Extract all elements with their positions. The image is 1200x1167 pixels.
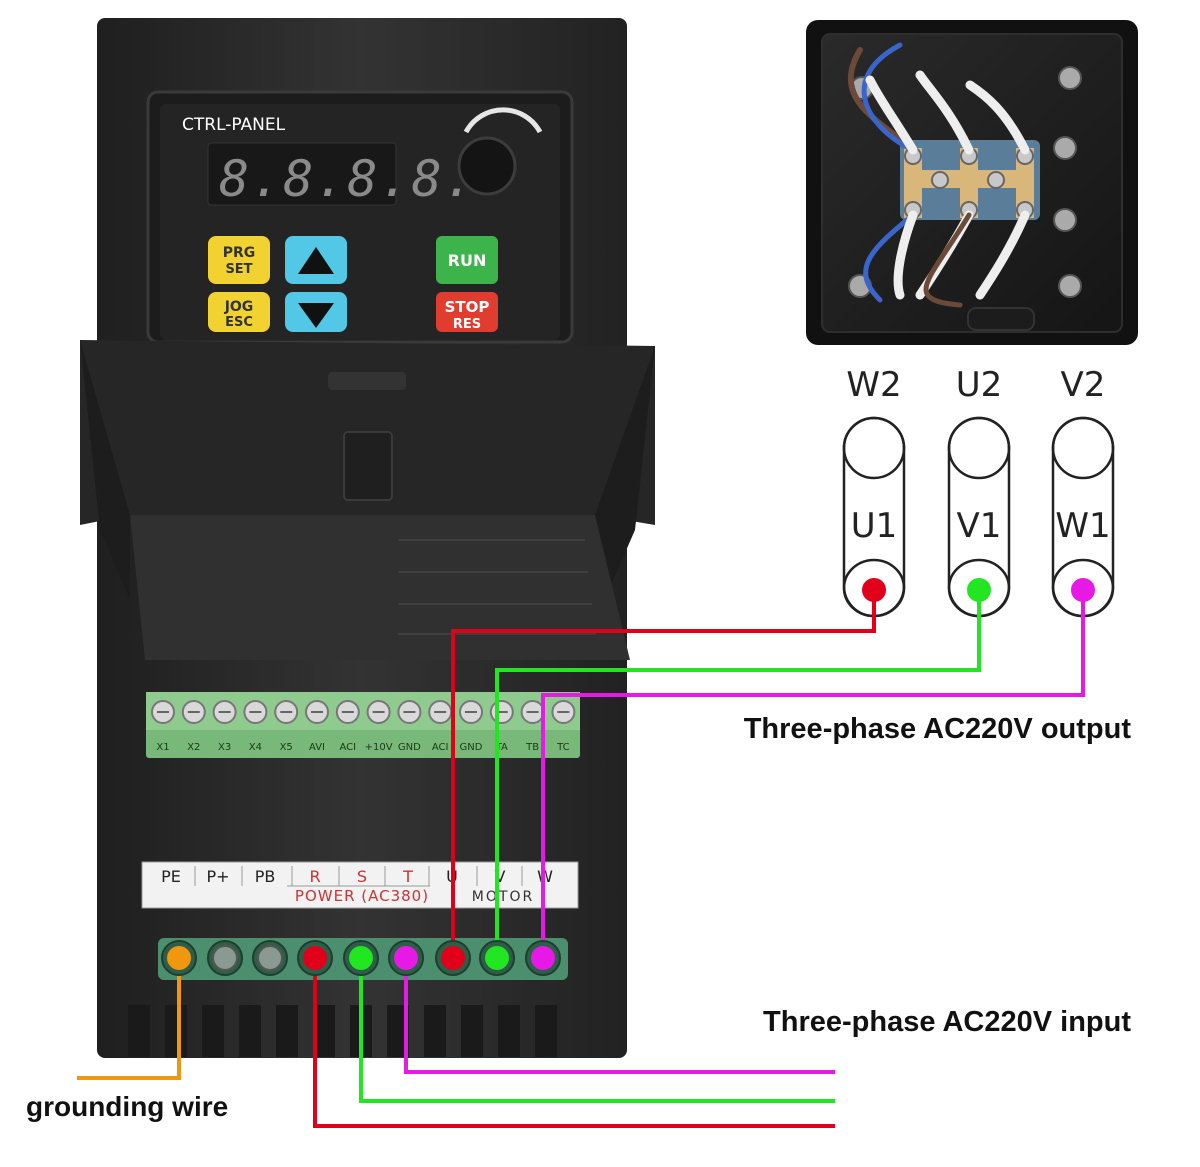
wire-ground: [77, 958, 181, 1080]
power-terminal-screws: [161, 940, 561, 976]
control-terminal-screws: X1 X2 X3 X4 X5 AVI ACI +10V GND ACI GND TA TB TC: [151, 700, 576, 753]
connection-wires: [77, 590, 1085, 1128]
control-panel: CTRL-PANEL 8.8.8.8. PRG SET JOG ESC: [146, 90, 574, 344]
ground-caption: grounding wire: [26, 1091, 228, 1122]
led-display-digits: 8.8.8.8.: [219, 150, 476, 208]
control-terminal-label: TB: [525, 742, 539, 753]
wire-v-to-v1: [495, 590, 981, 958]
cover-inner-surface: [130, 515, 630, 660]
svg-text:SET: SET: [225, 262, 252, 277]
wire-w-to-w1: [541, 590, 1085, 958]
wire-t-input: [404, 958, 835, 1074]
wire-u-to-u1: [451, 590, 876, 958]
cover-ribs: [398, 539, 596, 635]
stop-res-key[interactable]: STOP RES: [436, 292, 498, 332]
control-terminal-label: X3: [218, 742, 231, 753]
cover-latch: [328, 372, 406, 390]
cable-gland: [967, 307, 1035, 331]
speed-knob[interactable]: [457, 136, 517, 196]
svg-text:STOP: STOP: [445, 298, 490, 316]
control-terminal-label: ACI: [339, 742, 356, 753]
control-terminal-block: X1 X2 X3 X4 X5 AVI ACI +10V GND ACI GND TA TB TC: [146, 692, 580, 758]
jog-esc-key[interactable]: JOG ESC: [208, 292, 270, 332]
power-terminal-label: PE: [161, 867, 181, 886]
power-terminal-label: S: [357, 867, 367, 886]
svg-text:PRG: PRG: [223, 245, 256, 261]
power-terminal-dot: [349, 946, 373, 970]
control-terminal-label: +10V: [365, 742, 393, 753]
terminal-cover[interactable]: [80, 340, 655, 660]
panel-title: CTRL-PANEL: [182, 115, 286, 135]
motor-terminal-bridges: [904, 148, 1034, 218]
prg-set-key[interactable]: PRG SET: [208, 236, 270, 284]
svg-text:ESC: ESC: [225, 315, 253, 330]
power-terminal-label: P+: [206, 867, 229, 886]
svg-text:RES: RES: [453, 317, 481, 332]
up-arrow-icon: [298, 247, 334, 274]
cooling-fins: [128, 1005, 557, 1057]
power-terminal-dot: [167, 946, 191, 970]
power-terminal-label: PB: [255, 867, 276, 886]
led-display: [207, 142, 397, 206]
control-terminal-label: X1: [156, 742, 169, 753]
winding-top-end: [1051, 416, 1115, 480]
control-terminal-label: AVI: [309, 742, 325, 753]
svg-text:JOG: JOG: [224, 299, 254, 315]
control-terminal-label: GND: [460, 742, 483, 753]
wire-r-input: [313, 958, 835, 1128]
svg-text:RUN: RUN: [448, 251, 487, 270]
motor-terminal-bottom-label: W1: [1055, 506, 1110, 546]
run-key[interactable]: RUN: [436, 236, 498, 284]
power-terminal-dot: [394, 946, 418, 970]
power-terminal-label: T: [402, 867, 413, 886]
cover-right-flap: [595, 346, 655, 610]
power-terminal-dot: [303, 946, 327, 970]
cover-tab: [343, 431, 393, 501]
knob-scale-arc: [463, 107, 543, 134]
power-terminal-label: V: [495, 867, 506, 886]
cover-left-flap: [80, 340, 130, 600]
power-terminal-dot: [485, 946, 509, 970]
power-terminal-dot: [531, 946, 555, 970]
control-terminal-label: ACI: [432, 742, 449, 753]
power-terminal-screw: [212, 945, 238, 971]
winding-top-end: [842, 416, 906, 480]
motor-group-label: MOTOR: [472, 889, 534, 905]
wire-s-input: [359, 958, 835, 1103]
motor-terminal-top-label: W2: [846, 365, 901, 405]
control-terminal-label: TA: [495, 742, 508, 753]
motor-terminal-top-label: V2: [1061, 365, 1106, 405]
power-terminal-label: R: [309, 867, 320, 886]
motor-terminal-top-label: U2: [956, 365, 1003, 405]
motor-terminal-bottom-label: V1: [957, 506, 1002, 546]
power-terminal-label: W: [537, 867, 553, 886]
winding-top-end: [947, 416, 1011, 480]
input-caption: Three-phase AC220V input: [763, 1006, 1131, 1038]
control-terminal-label: X4: [249, 742, 262, 753]
power-terminal-screw: [257, 945, 283, 971]
output-caption: Three-phase AC220V output: [744, 713, 1132, 745]
inverter-unit: CTRL-PANEL 8.8.8.8. PRG SET JOG ESC: [80, 18, 655, 1058]
control-terminal-label: TC: [556, 742, 570, 753]
power-group-label: POWER (AC380): [295, 887, 429, 905]
power-terminal-dot: [441, 946, 465, 970]
down-arrow-icon: [298, 303, 334, 328]
motor-terminal-bottom-label: U1: [851, 506, 898, 546]
motor-winding-wires: [847, 42, 1030, 308]
motor-junction-box: [806, 20, 1138, 345]
up-arrow-key[interactable]: [285, 236, 347, 284]
control-terminal-label: GND: [398, 742, 421, 753]
down-arrow-key[interactable]: [285, 292, 347, 332]
control-terminal-label: X2: [187, 742, 200, 753]
control-terminal-label: X5: [280, 742, 293, 753]
